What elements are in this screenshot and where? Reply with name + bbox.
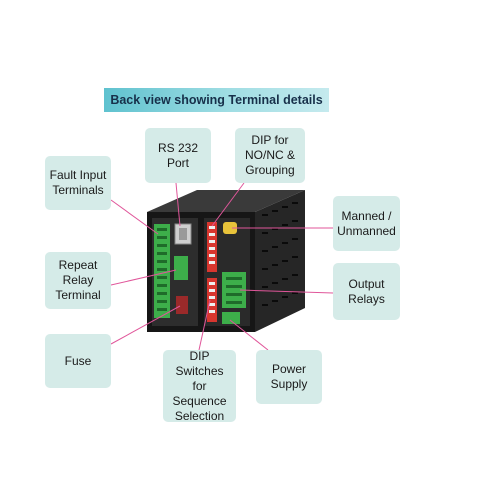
label-power-supply: Power Supply bbox=[256, 350, 322, 404]
enclosure-top bbox=[147, 190, 305, 212]
dip-switch-sequence bbox=[207, 278, 217, 322]
enclosure-side bbox=[255, 190, 305, 332]
label-dip-switches-sequence: DIP Switches for Sequence Selection bbox=[163, 349, 236, 423]
label-manned-unmanned: Manned / Unmanned bbox=[333, 196, 400, 251]
diagram-title: Back view showing Terminal details bbox=[104, 88, 329, 112]
label-rs232-port: RS 232 Port bbox=[145, 128, 211, 183]
leader-lines bbox=[110, 182, 334, 351]
repeat-relay-terminal bbox=[174, 256, 188, 280]
power-supply-terminal bbox=[222, 312, 240, 324]
label-dip-no-nc-grouping: DIP for NO/NC & Grouping bbox=[235, 128, 305, 183]
label-repeat-relay-terminal: Repeat Relay Terminal bbox=[45, 252, 111, 309]
fuse bbox=[176, 296, 188, 314]
vent-slots bbox=[262, 202, 298, 306]
label-output-relays: Output Relays bbox=[333, 263, 400, 320]
manned-unmanned-jumper bbox=[223, 222, 237, 234]
label-fuse: Fuse bbox=[45, 334, 111, 388]
label-fault-input-terminals: Fault Input Terminals bbox=[45, 156, 111, 210]
